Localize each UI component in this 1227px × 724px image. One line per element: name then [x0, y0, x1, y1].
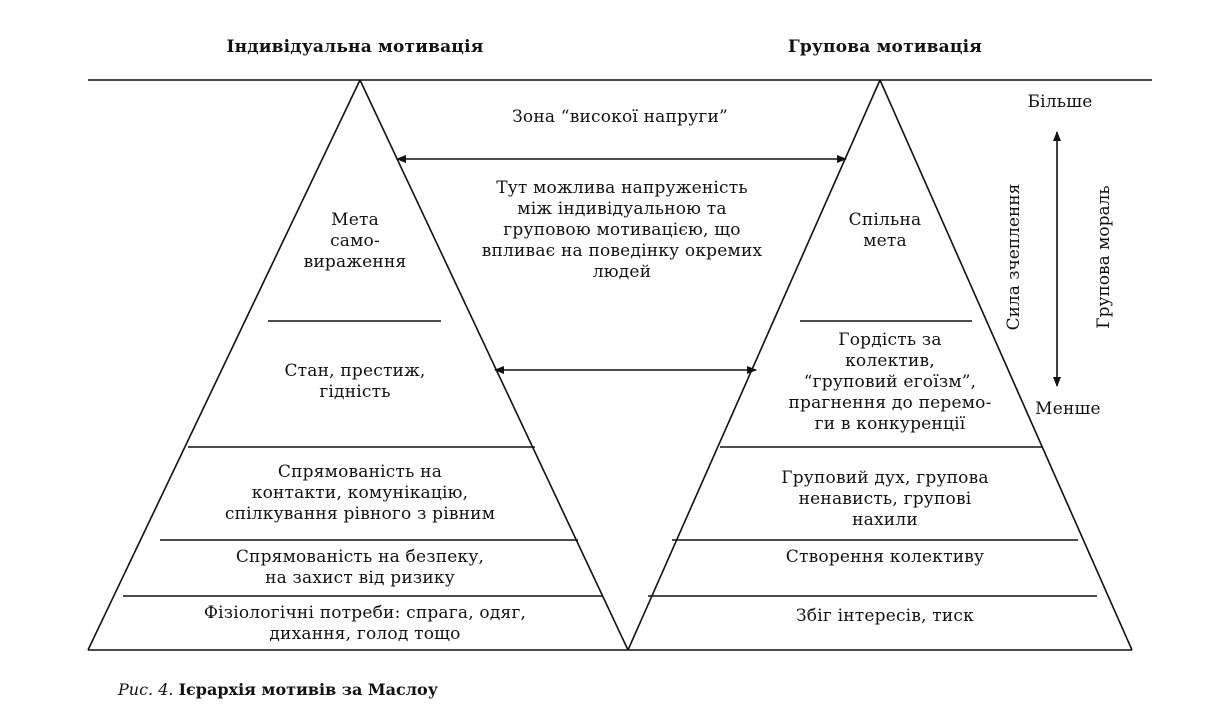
- right-team: Створення колективу: [785, 547, 985, 567]
- right-pyramid-right-edge: [879, 79, 1133, 651]
- left-contacts: Спрямованість на контакти, комунікацію, …: [224, 462, 496, 524]
- scale-less-label: Менше: [1035, 399, 1101, 419]
- zone-label: Зона “високої напруги”: [512, 107, 728, 127]
- right-goal: Спільна мета: [848, 210, 922, 251]
- morale-label: Групова мораль: [1094, 185, 1114, 329]
- scale-more-label: Більше: [1027, 92, 1093, 112]
- left-pyramid-left-edge: [87, 79, 361, 651]
- right-interests: Збіг інтересів, тиск: [796, 606, 974, 626]
- left-safety: Спрямованість на безпеку, на захист від …: [235, 547, 485, 588]
- header-group: Групова мотивація: [787, 37, 983, 57]
- tension-text: Тут можлива напруженість між індивідуаль…: [481, 178, 763, 282]
- cohesion-label: Сила зчеплення: [1004, 183, 1024, 331]
- right-pyramid-left-edge: [627, 79, 881, 651]
- left-status: Стан, престиж, гідність: [284, 361, 426, 402]
- caption-title: Ієрархія мотивів за Маслоу: [178, 680, 438, 699]
- left-goal: Мета само- вираження: [303, 210, 407, 272]
- left-pyramid-right-edge: [359, 79, 629, 651]
- right-spirit: Груповий дух, групова ненависть, групові…: [781, 468, 989, 530]
- figure-caption: Рис. 4. Ієрархія мотивів за Маслоу: [118, 680, 438, 699]
- header-individual: Індивідуальна мотивація: [226, 37, 484, 57]
- left-physiology: Фізіологічні потреби: спрага, одяг, диха…: [203, 603, 527, 644]
- caption-figure-number: Рис. 4.: [118, 680, 174, 699]
- right-pride: Гордість за колектив, “груповий егоїзм”,…: [788, 330, 992, 434]
